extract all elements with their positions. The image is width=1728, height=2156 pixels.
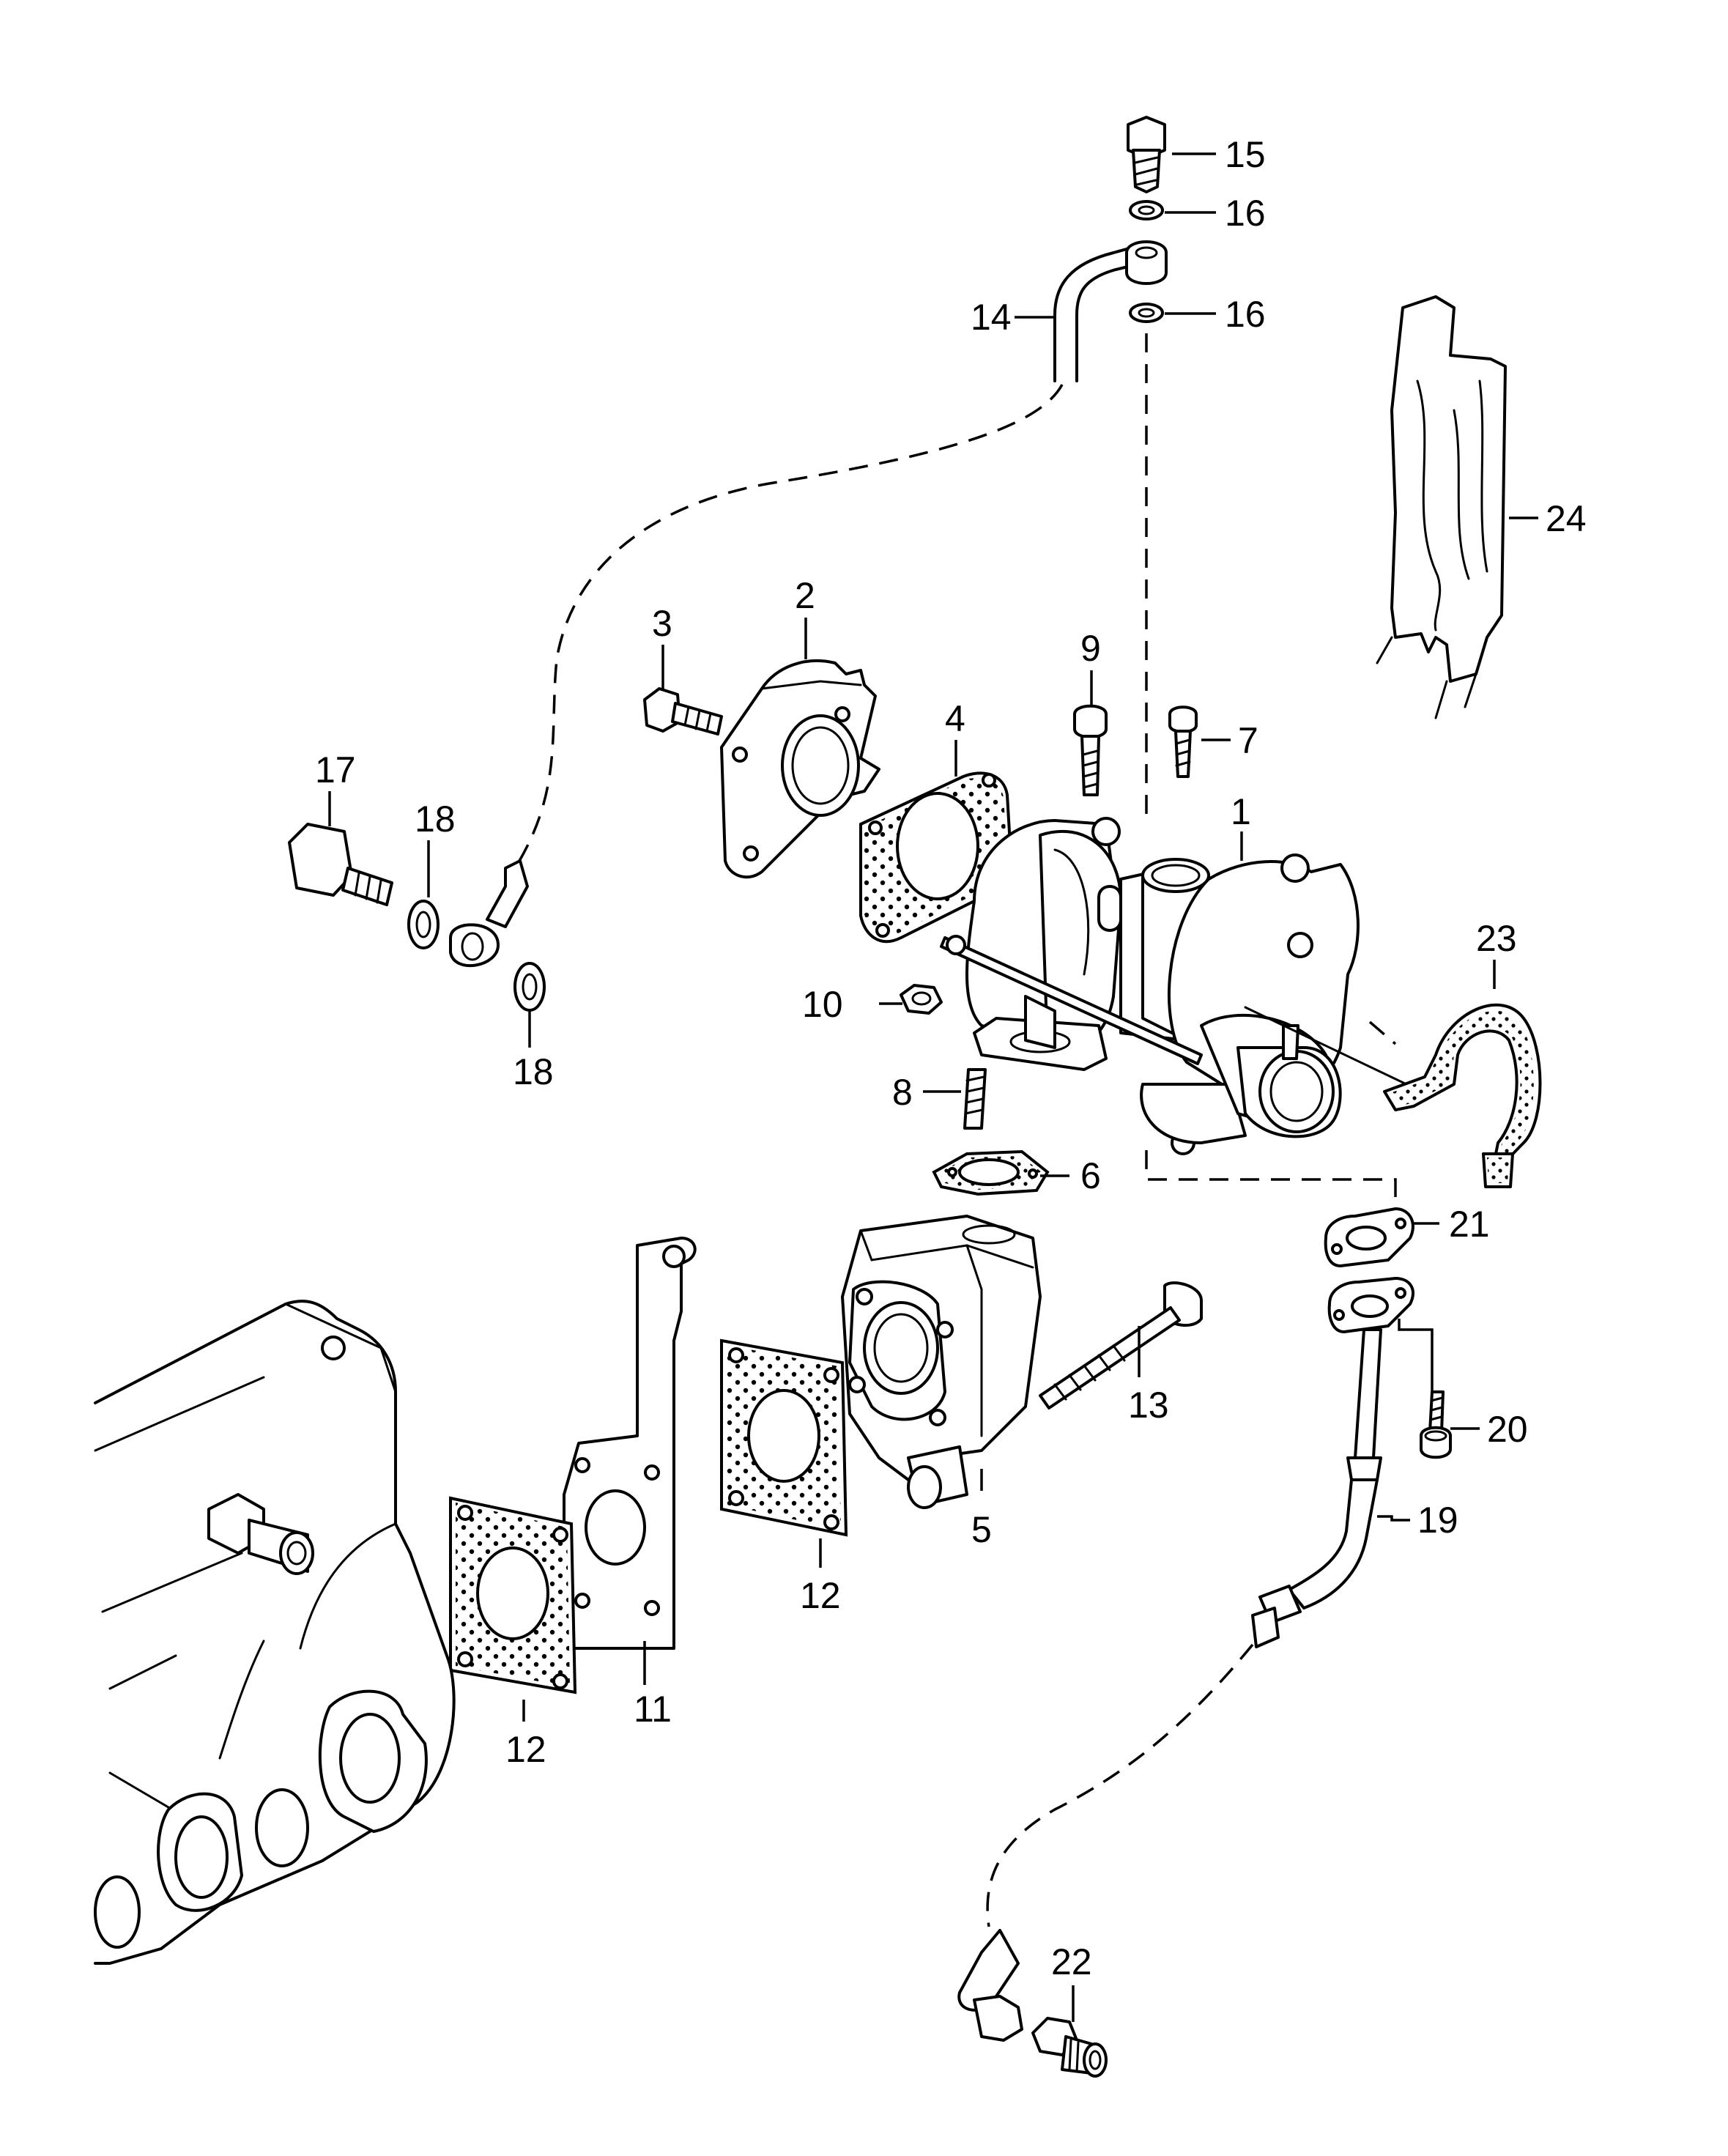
callout-22: 22 [1051, 1941, 1092, 1982]
coolant-hose [1383, 1003, 1542, 1188]
support-bracket [563, 1237, 697, 1650]
callout-labels: 1 2 3 4 5 6 7 8 9 10 11 12 12 13 14 15 1… [315, 134, 1587, 1982]
callout-19: 19 [1417, 1500, 1458, 1541]
callout-18-upper: 18 [415, 799, 456, 840]
callout-1: 1 [1231, 791, 1251, 832]
union-22 [1031, 2017, 1108, 2078]
nut [900, 984, 943, 1015]
callout-16-upper: 16 [1225, 193, 1266, 234]
callout-4: 4 [945, 698, 965, 739]
stud [963, 1068, 987, 1130]
callout-6: 6 [1080, 1155, 1101, 1196]
sealing-ring-lower [1129, 303, 1164, 323]
bolt-20 [1420, 1390, 1452, 1459]
union-fitting [288, 823, 393, 906]
callout-7: 7 [1238, 720, 1258, 761]
leader-lines [328, 152, 1538, 2022]
exhaust-manifold [94, 1300, 456, 1965]
oil-line-fitting [449, 859, 529, 968]
callout-24: 24 [1546, 498, 1587, 539]
callout-12-right: 12 [800, 1575, 841, 1616]
callout-13: 13 [1128, 1385, 1169, 1426]
bolt-3 [643, 687, 723, 736]
flange-plate [720, 659, 880, 879]
bolt-9 [1073, 704, 1108, 796]
long-bolt [1039, 1281, 1203, 1409]
exhaust-elbow [841, 1215, 1042, 1509]
gasket-12-left [449, 1496, 577, 1694]
oil-feed-line [1053, 240, 1168, 382]
sealing-ring-18a [407, 900, 440, 949]
sealing-ring-upper [1129, 200, 1164, 221]
turbocharger [940, 817, 1408, 1155]
callout-10: 10 [802, 984, 843, 1025]
callout-11: 11 [634, 1689, 672, 1730]
gasket-21 [1324, 1207, 1414, 1268]
banjo-bolt [1127, 116, 1166, 193]
gasket-12-right [720, 1338, 848, 1537]
callout-17: 17 [315, 749, 356, 790]
callout-2: 2 [795, 575, 815, 616]
heat-shield [1376, 295, 1507, 719]
callout-3: 3 [652, 603, 672, 644]
callout-15: 15 [1225, 134, 1266, 175]
callout-23: 23 [1476, 918, 1517, 959]
oil-return-line [957, 1277, 1414, 2042]
callout-12-left: 12 [505, 1729, 546, 1770]
callout-8: 8 [892, 1072, 913, 1113]
callout-16-lower: 16 [1225, 294, 1266, 335]
callout-21: 21 [1449, 1204, 1490, 1245]
bolt-7 [1168, 705, 1198, 778]
gasket-6 [932, 1149, 1050, 1196]
callout-14: 14 [971, 297, 1012, 338]
callout-9: 9 [1080, 628, 1101, 669]
callout-5: 5 [971, 1509, 992, 1550]
callout-20: 20 [1487, 1409, 1528, 1450]
sealing-ring-18b [513, 962, 546, 1012]
gasket-4 [859, 771, 1013, 944]
callout-18-lower: 18 [513, 1051, 554, 1092]
